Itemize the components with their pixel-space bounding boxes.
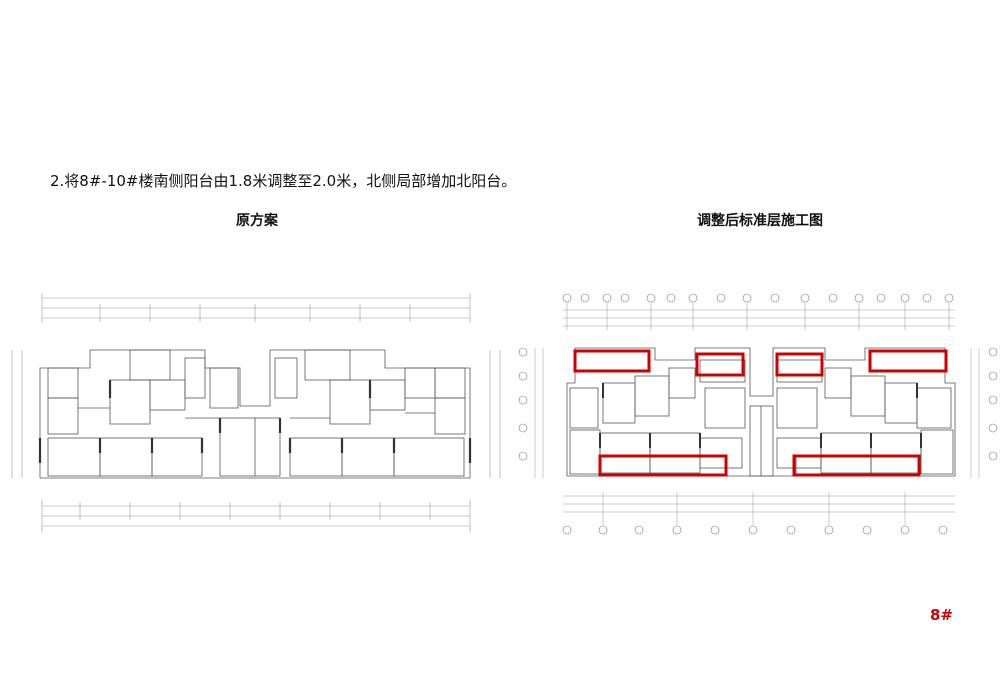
- highlight-north-balcony-3: [775, 352, 824, 377]
- highlight-north-balcony-1: [573, 349, 651, 373]
- original-floor-plan: [11, 293, 501, 532]
- page-number: 8#: [930, 606, 954, 624]
- highlight-south-balcony-2: [792, 454, 921, 477]
- highlight-north-balcony-2: [695, 352, 745, 377]
- highlight-south-balcony-1: [598, 454, 728, 477]
- caption-adjusted-plan: 调整后标准层施工图: [697, 213, 823, 229]
- highlight-north-balcony-4: [868, 349, 948, 373]
- slide-headline: 2.将8#-10#楼南侧阳台由1.8米调整至2.0米，北侧局部增加北阳台。: [50, 172, 517, 190]
- adjusted-floor-plan: [518, 293, 998, 535]
- caption-original-plan: 原方案: [236, 213, 278, 229]
